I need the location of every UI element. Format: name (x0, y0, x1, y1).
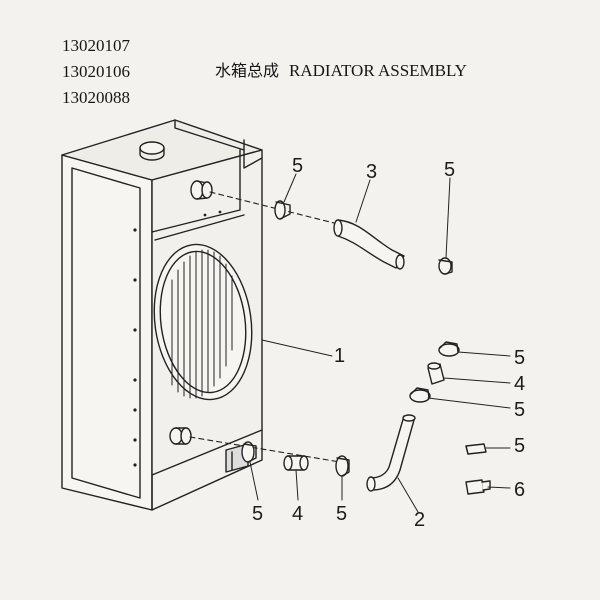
callout-1: 1 (334, 345, 345, 367)
upper-hose-clamp-left (274, 200, 291, 220)
lower-sleeve (283, 455, 309, 471)
callout-5-loose-clamp: 5 (514, 435, 525, 457)
upper-hose-clamp-right (438, 257, 453, 275)
upper-hose (333, 219, 405, 270)
radiator-core (61, 119, 263, 511)
part-number-3: 13020088 (62, 88, 130, 107)
lower-hose-clamp-middle (335, 455, 350, 477)
callout-4-lower: 4 (292, 503, 303, 525)
part-number-2: 13020106 (62, 62, 130, 81)
callout-numbers: 5 3 5 1 5 4 5 5 6 2 5 4 5 (252, 155, 525, 531)
title-english: RADIATOR ASSEMBLY (289, 61, 467, 80)
sleeve-right (427, 362, 445, 385)
diagram-title: 水箱总成 RADIATOR ASSEMBLY (215, 57, 467, 81)
assembly-lines (189, 191, 341, 463)
callout-5-upper-right: 5 (444, 159, 455, 181)
lower-hose-clamp-left (241, 441, 257, 463)
callout-5-right-top: 5 (514, 347, 525, 369)
title-chinese: 水箱总成 (215, 61, 280, 80)
callout-5-right-middle: 5 (514, 399, 525, 421)
callout-4-right: 4 (514, 373, 525, 395)
lower-hose (366, 414, 416, 492)
callout-6: 6 (514, 479, 525, 501)
part-number-1: 13020107 (62, 36, 130, 55)
fitting-part (465, 479, 491, 495)
clamp-top-right (438, 341, 460, 357)
callout-3: 3 (366, 161, 377, 183)
callout-5-lower-middle: 5 (336, 503, 347, 525)
clamp-middle-right (409, 387, 431, 403)
callout-2: 2 (414, 509, 425, 531)
loose-clamp (465, 443, 487, 455)
leader-lines (249, 173, 511, 513)
callout-5-upper-left: 5 (292, 155, 303, 177)
callout-5-lower-left: 5 (252, 503, 263, 525)
